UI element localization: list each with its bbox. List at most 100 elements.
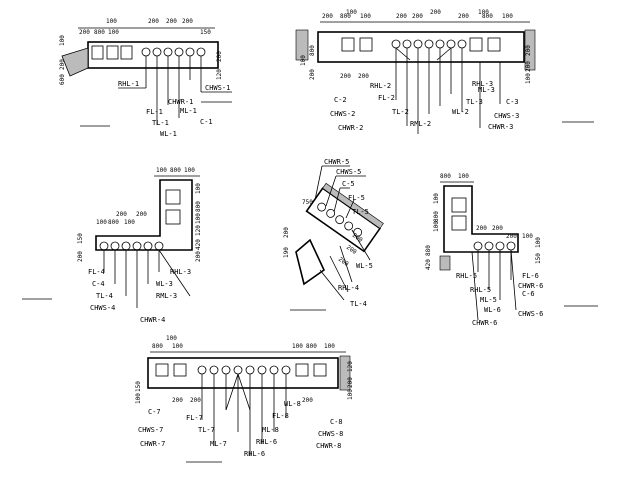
pipe-label: C-3	[506, 98, 519, 106]
dim-label: 100	[522, 233, 533, 240]
wall-hatch	[524, 29, 536, 71]
dim-label: 150	[535, 253, 542, 264]
detail-6: 100 800 100 100 800 100 150 100 120 200 …	[135, 335, 354, 463]
wall-hatch	[61, 47, 89, 77]
pipe-label: TL-2	[392, 108, 409, 116]
pipe-label: TL-4	[96, 292, 113, 300]
detail-3: 100 800 100 100 800 100 120 420 200 100 …	[22, 167, 202, 324]
dim-label: 800	[152, 343, 163, 350]
pipe-label: CHWR-6	[472, 319, 497, 327]
shaft-outline	[443, 185, 519, 253]
pipe-label: FL-6	[522, 272, 539, 280]
detail-4: CHWR-5 CHWS-5 C-5 FL-5 TL-5 WL-5 RHL-4 T…	[283, 158, 384, 311]
dim-label: 200	[458, 13, 469, 20]
dim-label: 120	[216, 69, 223, 80]
pipe-label: CHWR-8	[316, 442, 341, 450]
dim-label: 100	[96, 219, 107, 226]
dim-label: 600	[59, 74, 66, 85]
duct	[165, 209, 181, 225]
dim-label: 420	[195, 239, 202, 250]
dim-label: 200	[59, 59, 66, 70]
dim-label: 200	[148, 18, 159, 25]
duct	[451, 197, 467, 213]
dim-label: 200	[166, 18, 177, 25]
pipe-label: RHL-5	[470, 286, 491, 294]
dim-label: 200	[195, 251, 202, 262]
dim-label: 100	[458, 173, 469, 180]
pipe-label: FL-2	[378, 94, 395, 102]
pipe-label: TL-3	[466, 98, 483, 106]
dim-label: 200	[322, 13, 333, 20]
dim-label: 120	[195, 225, 202, 236]
dim-label: 100	[195, 213, 202, 224]
detail-5: 800 100 100 800 100 880 420 200 200 200 …	[425, 173, 598, 327]
pipe-label: C-6	[522, 290, 535, 298]
pipe-label: WL-2	[452, 108, 469, 116]
pipe-label: WL-6	[484, 306, 501, 314]
pipe-label: RHL-4	[338, 284, 359, 292]
dim-label: 100	[324, 343, 335, 350]
leader-lines	[201, 373, 287, 456]
dim-label: 200	[216, 51, 223, 62]
pipe-row	[141, 47, 206, 57]
dim-label: 800	[309, 45, 316, 56]
dim-label: 200	[506, 233, 517, 240]
dim-label: 100	[433, 221, 440, 232]
pipe-label: CHWS-6	[518, 310, 543, 318]
dim-label: 200	[358, 73, 369, 80]
dim-label: 100	[195, 183, 202, 194]
wall-hatch	[295, 29, 309, 61]
dim-label: 200	[412, 13, 423, 20]
dim-label: 420	[425, 259, 432, 270]
pipe-label: FL-1	[146, 108, 163, 116]
pipe-row	[317, 202, 363, 237]
duct	[469, 37, 483, 52]
pipe-label: RHL-6	[244, 450, 265, 458]
pipe-label: RHL-5	[456, 272, 477, 280]
dim-label: 200	[476, 225, 487, 232]
pipe-label: ML-1	[180, 107, 197, 115]
pipe-label: ML-8	[262, 426, 279, 434]
dim-label: 200	[492, 225, 503, 232]
duct	[120, 45, 133, 60]
dim-label: 200	[351, 232, 364, 244]
duct	[295, 363, 309, 377]
shaft-outline	[295, 238, 326, 286]
dim-label: 100	[184, 167, 195, 174]
dim-label: 100	[478, 9, 489, 16]
pipe-label: CHWS-4	[90, 304, 115, 312]
pipe-label: CHWR-4	[140, 316, 165, 324]
dim-label: 100	[59, 35, 66, 46]
detail-2: 100 100 200 800 100 200 200 200 200 800 …	[295, 9, 594, 134]
pipe-label: C-4	[92, 280, 105, 288]
duct	[341, 37, 355, 52]
pipe-label: CHWS-3	[494, 112, 519, 120]
pipe-label: C-5	[342, 180, 355, 188]
dim-label: 800	[482, 13, 493, 20]
duct	[451, 215, 467, 231]
leader-lines	[471, 249, 517, 321]
dim-label: 800	[340, 13, 351, 20]
dim-label: 200	[337, 256, 350, 268]
pipe-label: TL-1	[152, 119, 169, 127]
dim-label: 200	[77, 251, 84, 262]
pipe-label: RHL-3	[472, 80, 493, 88]
dim-label: 100	[300, 55, 307, 66]
pipe-label: TL-5	[352, 208, 369, 216]
pipe-label: CHWS-8	[318, 430, 343, 438]
dim-label: 800	[433, 211, 440, 222]
dim-label: 750	[302, 199, 313, 206]
duct	[359, 37, 373, 52]
duct	[165, 189, 181, 205]
dim-label: 100	[172, 343, 183, 350]
dim-label: 200	[172, 397, 183, 404]
duct	[313, 363, 327, 377]
dim-label: 200	[302, 397, 313, 404]
pipe-label: WL-5	[356, 262, 373, 270]
dim-label: 200	[347, 377, 354, 388]
dim-label: 100	[135, 393, 142, 404]
pipe-label: WL-8	[284, 400, 301, 408]
duct	[155, 363, 169, 377]
